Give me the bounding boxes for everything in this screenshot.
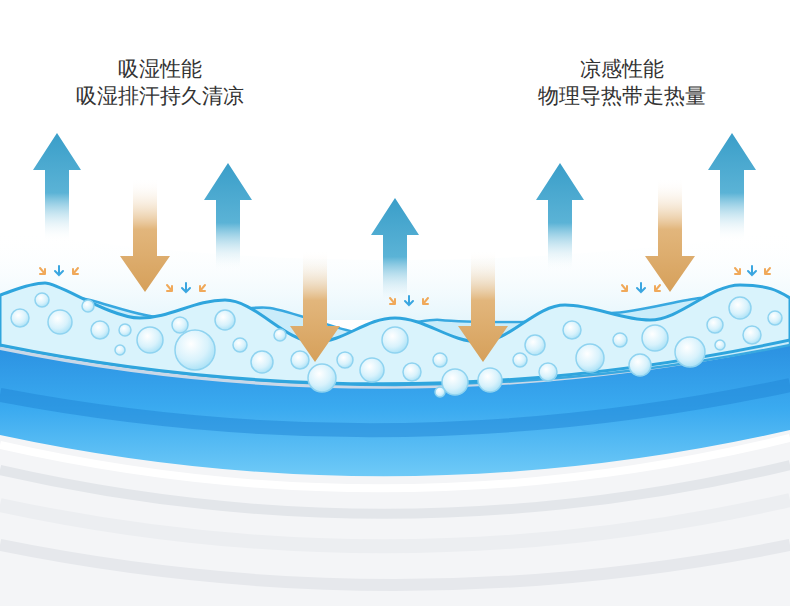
- section-heading: 吸湿性能: [10, 56, 310, 82]
- section-description: 物理导热带走热量: [472, 83, 772, 109]
- section-description: 吸湿排汗持久清凉: [10, 83, 310, 109]
- section-heading: 凉感性能: [472, 56, 772, 82]
